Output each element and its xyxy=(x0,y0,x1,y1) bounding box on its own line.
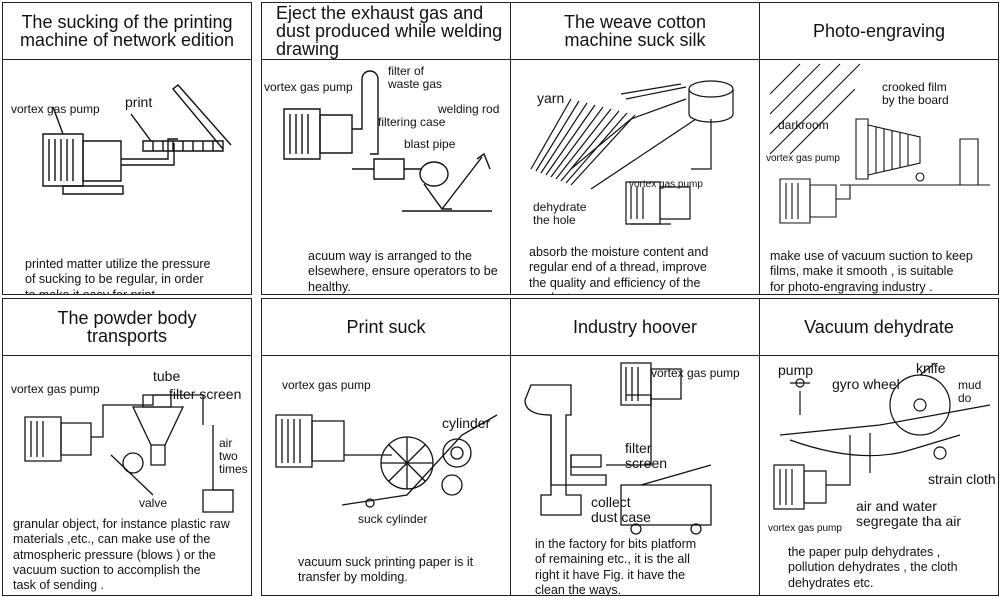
panel-caption: acuum way is arranged to the elsewhere, … xyxy=(308,249,498,294)
vacuum-dehydrate-drawing xyxy=(760,355,998,595)
photo-engraving-drawing xyxy=(760,59,998,294)
label-welding-rod: welding rod xyxy=(438,102,500,116)
print-suck-drawing xyxy=(262,355,510,595)
panel-caption: absorb the moisture content and regular … xyxy=(529,245,709,294)
panel-title-text: The powder body transports xyxy=(57,308,197,346)
panel-title-text: Vacuum dehydrate xyxy=(804,317,954,337)
panel-title-text: Industry hoover xyxy=(572,317,698,337)
panel-powder-transport: The powder body transports tube vortex g… xyxy=(2,298,252,596)
panel-printing-machine: The sucking of the printing machine of n… xyxy=(2,2,252,295)
panel-title-text: The weave cotton machine suck silk xyxy=(563,12,707,50)
panel-vacuum-dehydrate: Vacuum dehydrate pump gyro wheel knife m… xyxy=(759,298,999,596)
label-vortex-gas-pump: vortex gas pump xyxy=(651,366,740,380)
label-vortex-gas-pump: vortex gas pump xyxy=(629,179,703,190)
label-pump: pump xyxy=(778,362,814,378)
panel-title: Print suck xyxy=(262,299,510,356)
label-filter-of-waste-gas: filter of waste gas xyxy=(388,64,443,92)
label-vortex-gas-pump: vortex gas pump xyxy=(11,102,100,116)
label-air-and-water: air and water segregate tha air xyxy=(856,498,962,530)
label-print: print xyxy=(125,94,153,110)
label-dehydrate-the-hole: dehydrate the hole xyxy=(533,200,587,228)
panel-title: Industry hoover xyxy=(511,299,759,356)
panel-title: The weave cotton machine suck silk xyxy=(511,3,759,60)
panel-print-suck: Print suck vortex gas pump cylinder suck… xyxy=(261,298,511,596)
printing-machine-drawing xyxy=(3,59,251,294)
label-collect-dust-case: collect dust case xyxy=(591,494,651,526)
label-vortex-gas-pump: vortex gas pump xyxy=(282,378,371,392)
panel-caption: granular object, for instance plastic ra… xyxy=(13,517,230,592)
industry-hoover-drawing xyxy=(511,355,759,595)
panel-caption: printed matter utilize the pressure of s… xyxy=(25,257,211,295)
label-mud-do: mud do xyxy=(958,378,982,406)
label-tube: tube xyxy=(153,368,181,384)
label-vortex-gas-pump: vortex gas pump xyxy=(264,80,353,94)
panel-caption: in the factory for bits platform of rema… xyxy=(535,537,697,596)
label-filter-screen: filter screen xyxy=(169,386,242,402)
powder-transport-drawing xyxy=(3,355,251,595)
panel-industry-hoover: Industry hoover vortex gas pump filter s… xyxy=(510,298,760,596)
panel-welding-exhaust: Eject the exhaust gas and dust produced … xyxy=(261,2,511,295)
panel-title: The powder body transports xyxy=(3,299,251,356)
label-strain-cloth: strain cloth xyxy=(928,471,996,487)
label-filtering-case: filtering case xyxy=(378,115,446,129)
label-crooked-film-by-the-board: crooked film by the board xyxy=(882,80,949,108)
label-darkroom: darkroom xyxy=(778,118,829,132)
label-yarn: yarn xyxy=(537,90,565,106)
panel-title-text: Print suck xyxy=(346,317,426,337)
label-vortex-gas-pump: vortex gas pump xyxy=(768,523,842,534)
panel-title: Eject the exhaust gas and dust produced … xyxy=(262,3,510,60)
label-vortex-gas-pump: vortex gas pump xyxy=(11,382,100,396)
panel-title-text: Photo-engraving xyxy=(812,21,946,41)
panel-title-text: The sucking of the printing machine of n… xyxy=(19,12,235,50)
panel-title: Photo-engraving xyxy=(760,3,998,60)
welding-exhaust-drawing xyxy=(262,59,510,294)
label-cylinder: cylinder xyxy=(442,415,491,431)
label-blast-pipe: blast pipe xyxy=(404,137,456,151)
label-suck-cylinder: suck cylinder xyxy=(358,512,428,526)
panel-caption: make use of vacuum suction to keep films… xyxy=(770,249,973,294)
panel-title-text: Eject the exhaust gas and dust produced … xyxy=(276,3,503,59)
panel-title: Vacuum dehydrate xyxy=(760,299,998,356)
cotton-weave-drawing xyxy=(511,59,759,294)
panel-photo-engraving: Photo-engraving crooked film by the boar… xyxy=(759,2,999,295)
label-knife: knife xyxy=(916,360,946,376)
panel-title: The sucking of the printing machine of n… xyxy=(3,3,251,60)
panel-cotton-weave: The weave cotton machine suck silk yarn … xyxy=(510,2,760,295)
label-air-two-times: air two times xyxy=(219,436,248,477)
panel-caption: vacuum suck printing paper is it transfe… xyxy=(298,555,474,585)
label-gyro-wheel: gyro wheel xyxy=(832,376,900,392)
label-vortex-gas-pump: vortex gas pump xyxy=(766,153,840,164)
panel-caption: the paper pulp dehydrates , pollution de… xyxy=(788,545,958,590)
label-valve: valve xyxy=(139,496,168,510)
label-filter-screen: filter screen xyxy=(625,440,668,472)
